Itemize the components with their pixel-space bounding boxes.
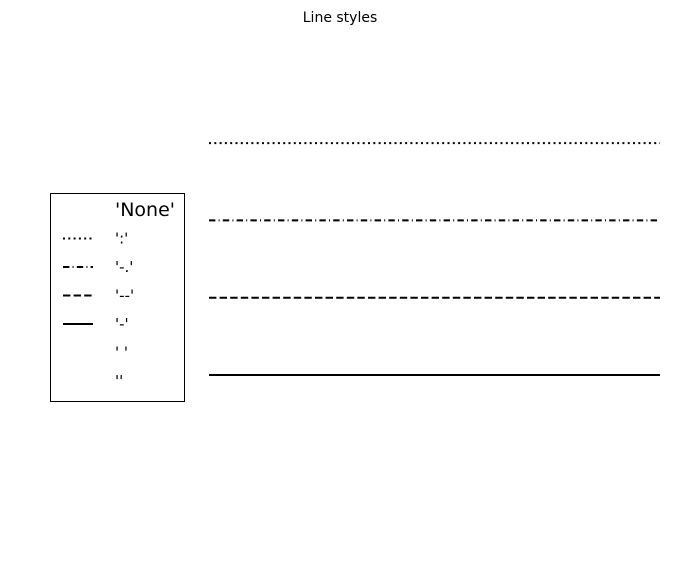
chart-title: Line styles bbox=[303, 10, 378, 26]
legend-frame bbox=[50, 193, 185, 402]
legend-label-empty-4: '-' bbox=[115, 315, 129, 333]
legend-label-empty-1: ':' bbox=[115, 230, 128, 248]
legend-label-empty-3: '--' bbox=[115, 287, 134, 305]
legend-label-none-0: 'None' bbox=[115, 199, 175, 221]
legend-label-empty-2: '-.' bbox=[115, 258, 133, 276]
legend-label-empty-6: '' bbox=[115, 372, 123, 390]
legend-label-empty-5: ' ' bbox=[115, 344, 128, 362]
plot-area bbox=[209, 142, 660, 376]
legend: 'None' ':' '-.' '--' '-' ' ' '' bbox=[50, 193, 185, 402]
